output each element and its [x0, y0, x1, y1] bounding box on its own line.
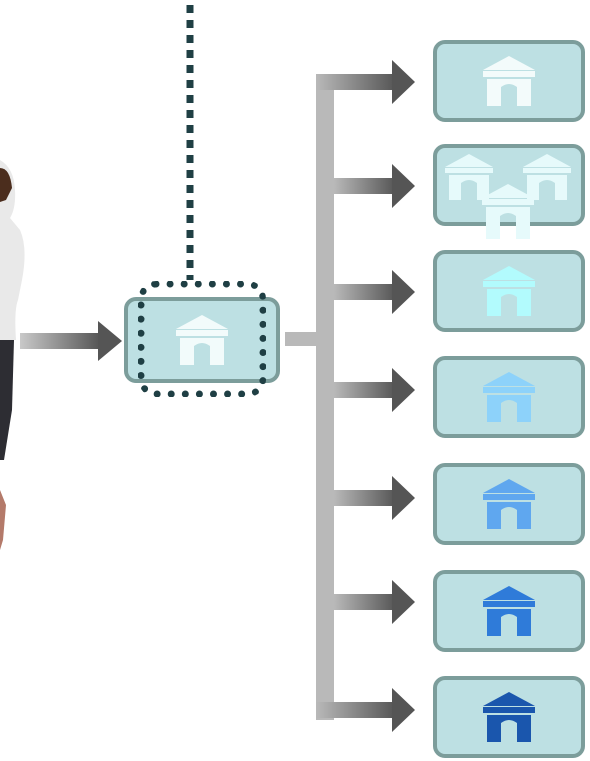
central-node-highlight — [138, 281, 266, 397]
bank-tile — [433, 570, 585, 652]
trunk-line — [316, 75, 334, 720]
bank-icon — [483, 372, 535, 422]
bank-icon — [483, 692, 535, 742]
branch-arrow — [334, 164, 415, 208]
bank-icon — [483, 479, 535, 529]
bank-icon — [176, 315, 228, 365]
person-icon — [0, 160, 25, 550]
incoming-arrow — [20, 321, 122, 361]
branch-arrow — [334, 476, 415, 520]
bank-cluster-tile — [433, 144, 585, 239]
trunk-connector — [285, 332, 325, 346]
bank-tile — [433, 40, 585, 122]
bank-tile — [433, 676, 585, 758]
bank-icon — [483, 586, 535, 636]
bank-tile — [433, 250, 585, 332]
branch-arrow — [334, 580, 415, 624]
branch-arrow — [316, 688, 415, 732]
central-node — [124, 297, 280, 383]
bank-icon — [483, 266, 535, 316]
bank-tile — [433, 356, 585, 438]
branch-arrow — [334, 270, 415, 314]
branch-arrow — [334, 368, 415, 412]
bank-icon — [483, 56, 535, 106]
branch-arrow — [316, 60, 415, 104]
bank-cluster-icon — [445, 154, 571, 239]
bank-tile — [433, 463, 585, 545]
